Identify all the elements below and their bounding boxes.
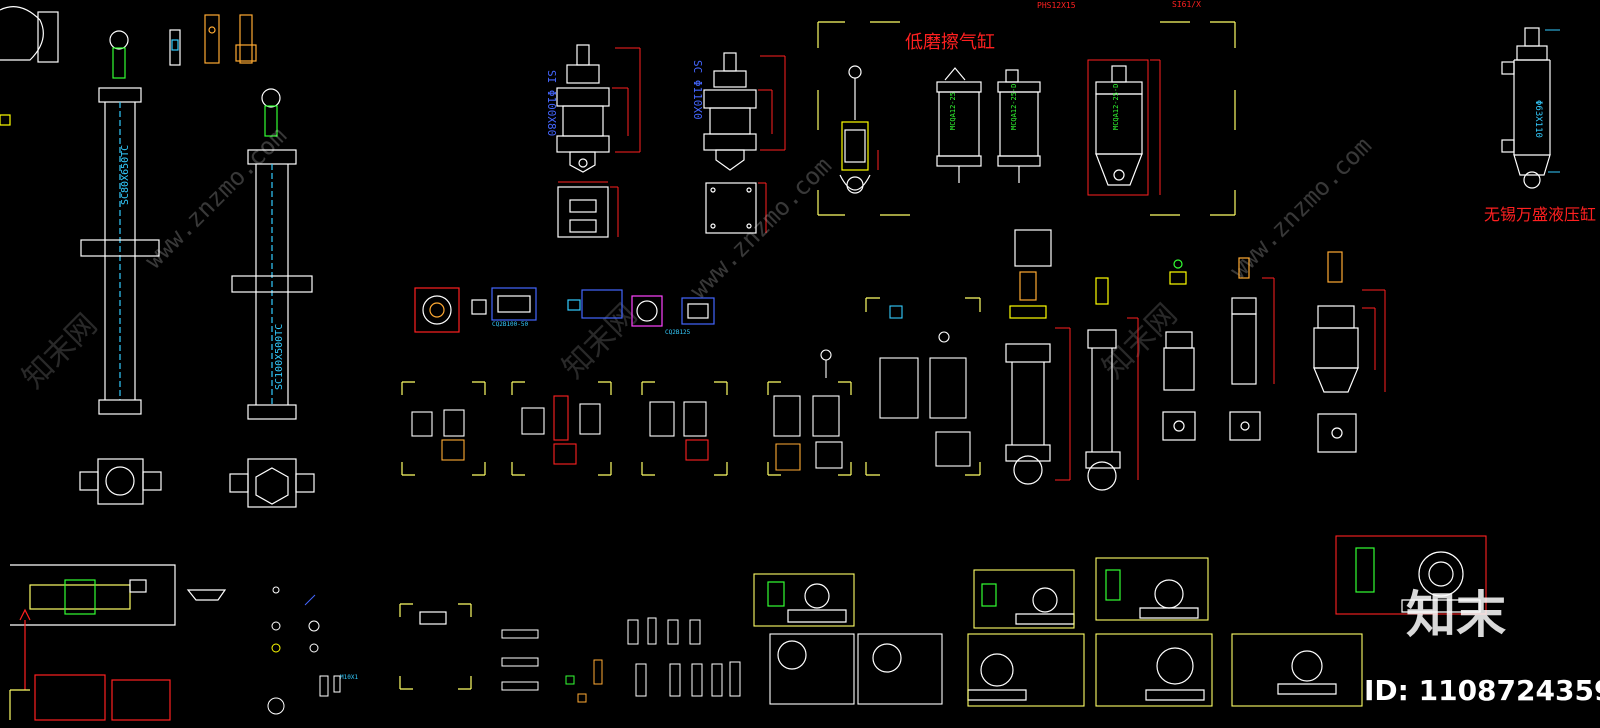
low-friction-frame [817,21,1236,216]
compact-label-1: CQ2B100-50 [492,321,529,328]
hydraulic-cylinder [1501,27,1551,189]
lf-model-2: MCQA12-25-D [1010,84,1018,130]
cylinder-top-1-dims [558,47,641,237]
pillow-block-frames [753,535,1487,707]
tall-cylinder-dims [1055,317,1139,481]
low-friction-dims [877,59,1161,196]
low-friction-model-labels: MCQA12-25 MCQA12-25-D MCQA12-25-D [949,84,1120,130]
mid-frame-groups [401,297,981,476]
hydraulic-dims [1545,29,1560,173]
long-cylinder-2 [229,88,315,508]
center-square-icons [1173,420,1250,432]
bottom-left-parts [9,564,227,721]
long-cylinder-1 [79,30,162,505]
top-left-clamp [0,6,59,126]
low-friction-title: 低磨擦气缸 [905,31,995,53]
lf-model-3: MCQA12-25-D [1112,84,1120,130]
cylinder-top-2-dims [758,55,786,233]
cylinder-top-1 [556,44,610,238]
small-fittings [169,14,257,66]
compact-label-2: CQ2B125 [665,329,691,336]
bottom-label: M10X1 [340,674,358,681]
tall-cylinders [1005,271,1121,491]
bottom-parts-grid [501,617,741,703]
pillow-blocks [767,547,1481,701]
bottom-frame-small [399,603,472,690]
cyl-left-label-1: SC80X650TC [120,145,131,205]
top-label-1: PHS12X15 [1037,1,1076,10]
bottom-small-fittings [267,586,341,715]
cyl-top-label-2: SC Φ110X0 [691,60,704,120]
low-friction-cylinders [839,65,1143,194]
cyl-left-label-2: SC100X500TC [274,324,285,390]
hydraulic-model: Φ63X110 [1533,100,1543,138]
right-mid-dims [1262,277,1386,392]
mid-frame-parts [411,305,971,471]
logo-watermark: 知末 [1406,585,1506,644]
compact-cylinders-row [414,287,715,333]
id-watermark: ID: 1108724359 [1364,674,1600,707]
cylinder-top-2 [703,52,757,234]
cyl-top-label-1: SI Φ100X80 [545,70,558,136]
top-label-2: SI61/X [1172,0,1201,9]
right-mid-cylinders [1014,229,1359,453]
lf-model-1: MCQA12-25 [949,92,957,130]
hydraulic-title: 无锡万盛液压缸 [1484,205,1596,224]
